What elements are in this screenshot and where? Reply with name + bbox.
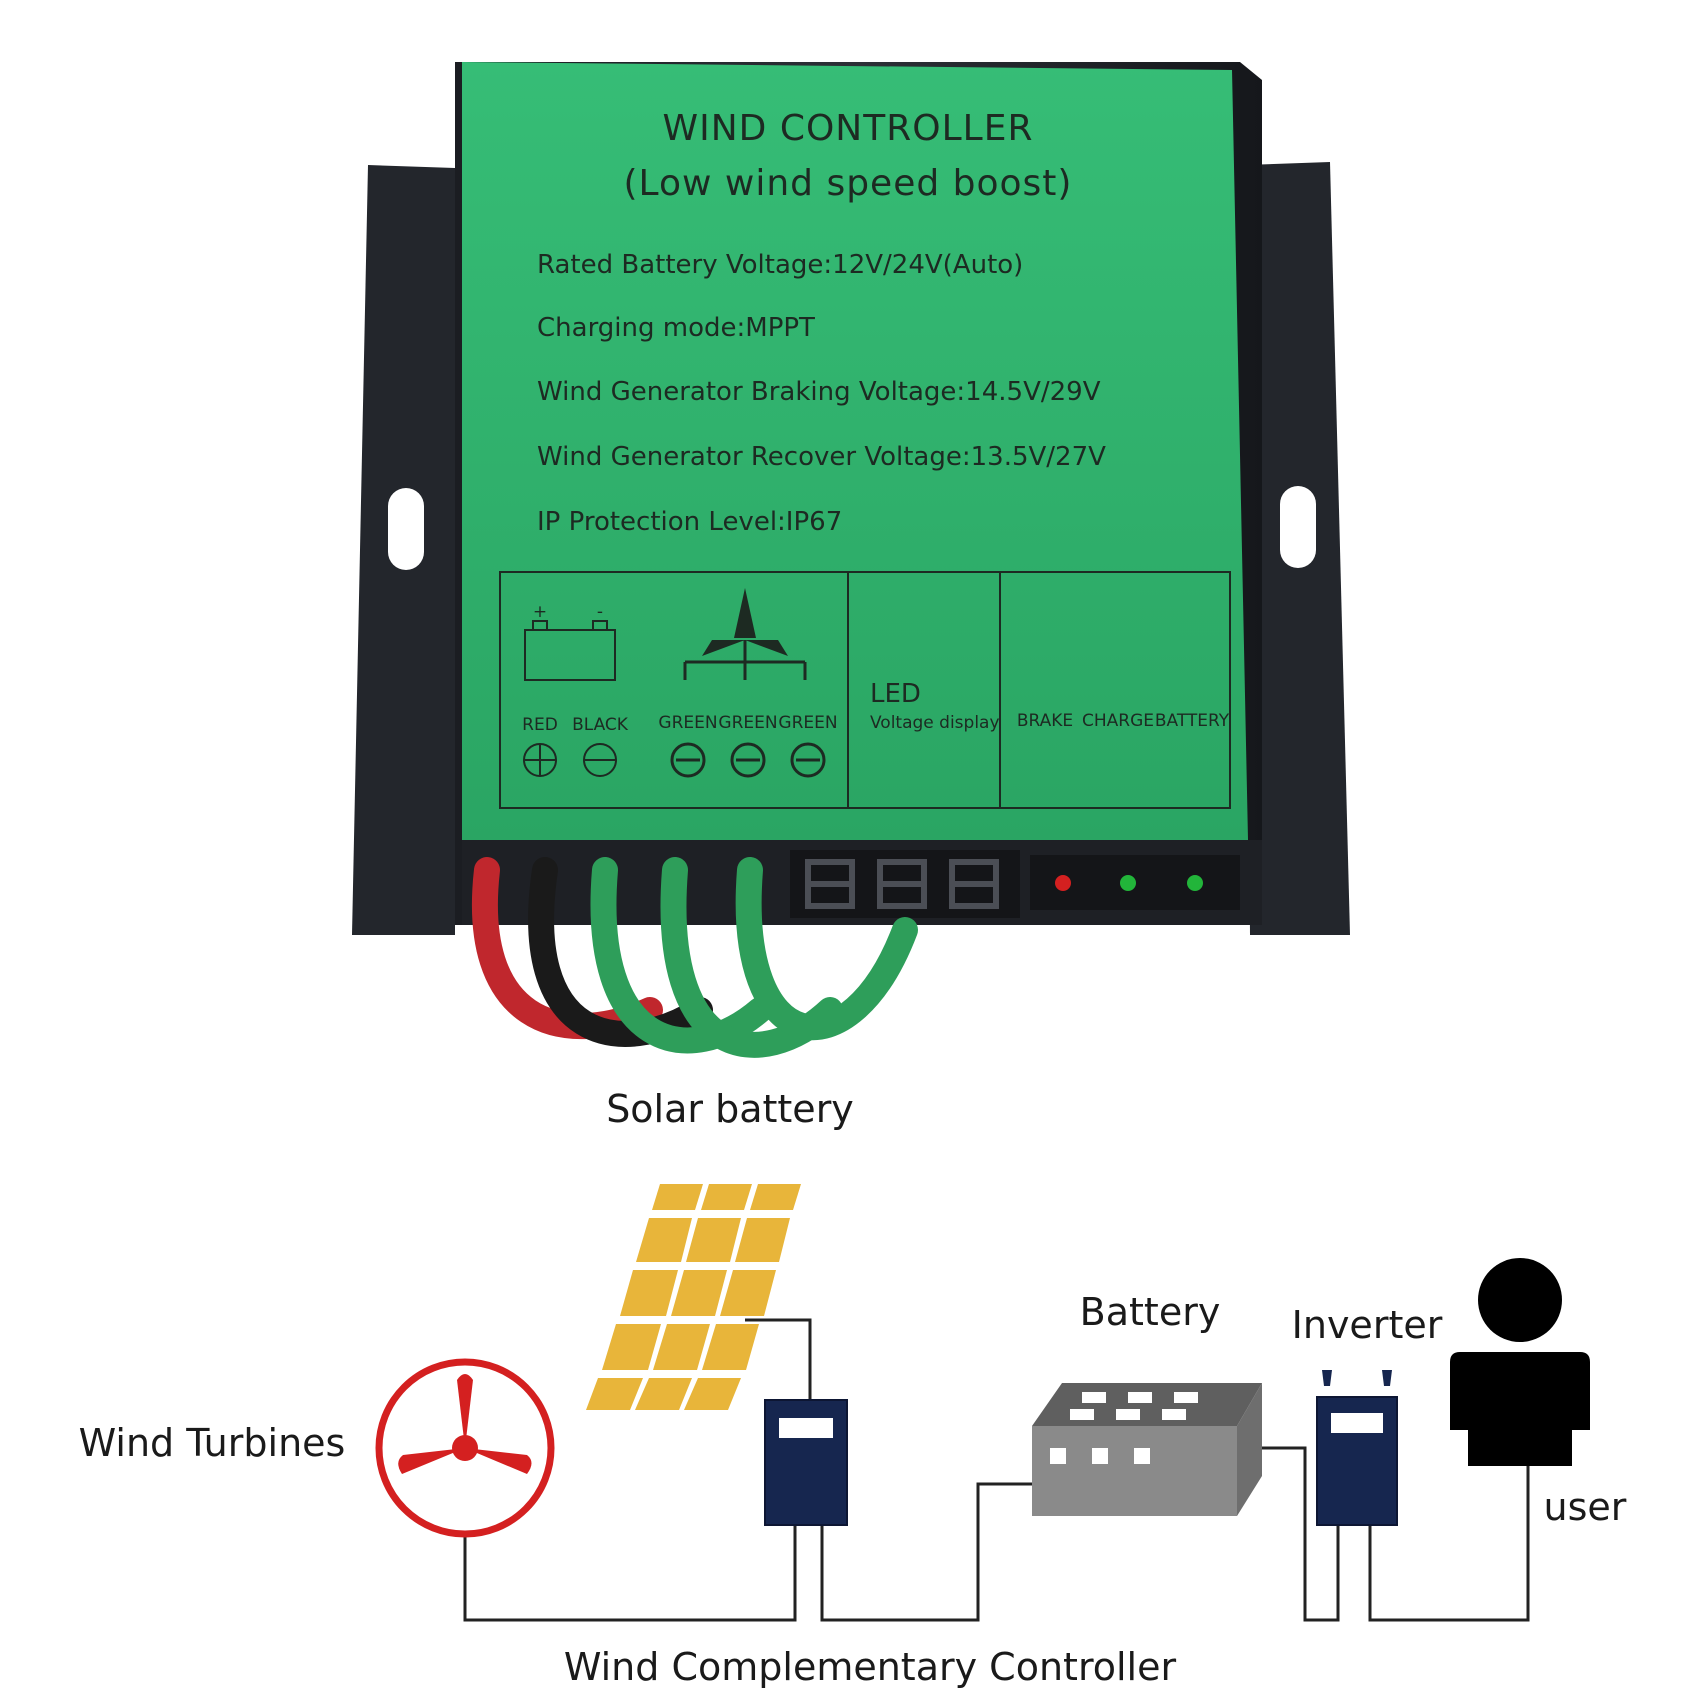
- controller-device: WIND CONTROLLER (Low wind speed boost) R…: [352, 62, 1350, 1058]
- battery-plus-sign: +: [533, 602, 547, 622]
- spec-recover-voltage: Wind Generator Recover Voltage:13.5V/27V: [537, 442, 1106, 472]
- user-label: user: [1544, 1485, 1627, 1529]
- wind-turbine-symbol: [375, 1358, 555, 1538]
- complementary-controller-symbol: [764, 1399, 848, 1526]
- battery-label: Battery: [1080, 1290, 1221, 1334]
- brake-led: [1055, 875, 1071, 891]
- spec-braking-voltage: Wind Generator Braking Voltage:14.5V/29V: [537, 377, 1101, 407]
- controller-subtitle: (Low wind speed boost): [624, 163, 1073, 204]
- controller-title: WIND CONTROLLER: [663, 108, 1034, 149]
- indicator-label-charge: CHARGE: [1082, 711, 1154, 731]
- battery-minus-sign: -: [597, 602, 603, 622]
- solar-panel-symbol: [586, 1184, 801, 1410]
- system-wiring: [463, 1318, 1530, 1622]
- plus-terminal-symbol: [523, 743, 557, 777]
- spec-ip-level: IP Protection Level:IP67: [537, 507, 842, 537]
- user-icon: [1450, 1258, 1590, 1466]
- green-label-panel: [462, 62, 1248, 840]
- complementary-controller-label: Wind Complementary Controller: [564, 1645, 1177, 1689]
- green-cable-3: [735, 857, 918, 1041]
- left-mounting-slot: [388, 488, 424, 570]
- inverter-label: Inverter: [1292, 1303, 1443, 1347]
- spec-rated-battery-voltage: Rated Battery Voltage:12V/24V(Auto): [537, 250, 1023, 280]
- charge-led: [1120, 875, 1136, 891]
- terminal-label-black: BLACK: [572, 715, 629, 735]
- minus-terminal-symbol: [583, 743, 617, 777]
- terminal-label-green-2: GREEN: [718, 713, 777, 733]
- solar-battery-label: Solar battery: [606, 1087, 854, 1131]
- led-label: LED: [870, 679, 921, 709]
- terminal-legend-box: + - RED BLACK GREEN GREEN GREEN: [499, 571, 1231, 809]
- output-cables: [472, 857, 918, 1058]
- voltage-led-display: [790, 850, 1020, 918]
- status-leds: [1030, 855, 1240, 910]
- terminal-label-green-3: GREEN: [778, 713, 837, 733]
- wind-generator-icon: [683, 588, 807, 680]
- indicator-label-battery: BATTERY: [1155, 711, 1230, 731]
- battery-terminal-icon: [524, 620, 616, 681]
- wind-turbines-label: Wind Turbines: [79, 1421, 346, 1465]
- battery-symbol: [1032, 1383, 1262, 1516]
- terminal-label-green-1: GREEN: [658, 713, 717, 733]
- spec-charging-mode: Charging mode:MPPT: [537, 313, 815, 343]
- green-terminal-symbols: [670, 742, 826, 778]
- terminal-label-red: RED: [522, 715, 558, 735]
- voltage-display-label: Voltage display: [870, 713, 1000, 733]
- inverter-symbol: [1316, 1370, 1398, 1526]
- right-mounting-slot: [1280, 486, 1316, 568]
- indicator-label-brake: BRAKE: [1017, 711, 1073, 731]
- battery-led: [1187, 875, 1203, 891]
